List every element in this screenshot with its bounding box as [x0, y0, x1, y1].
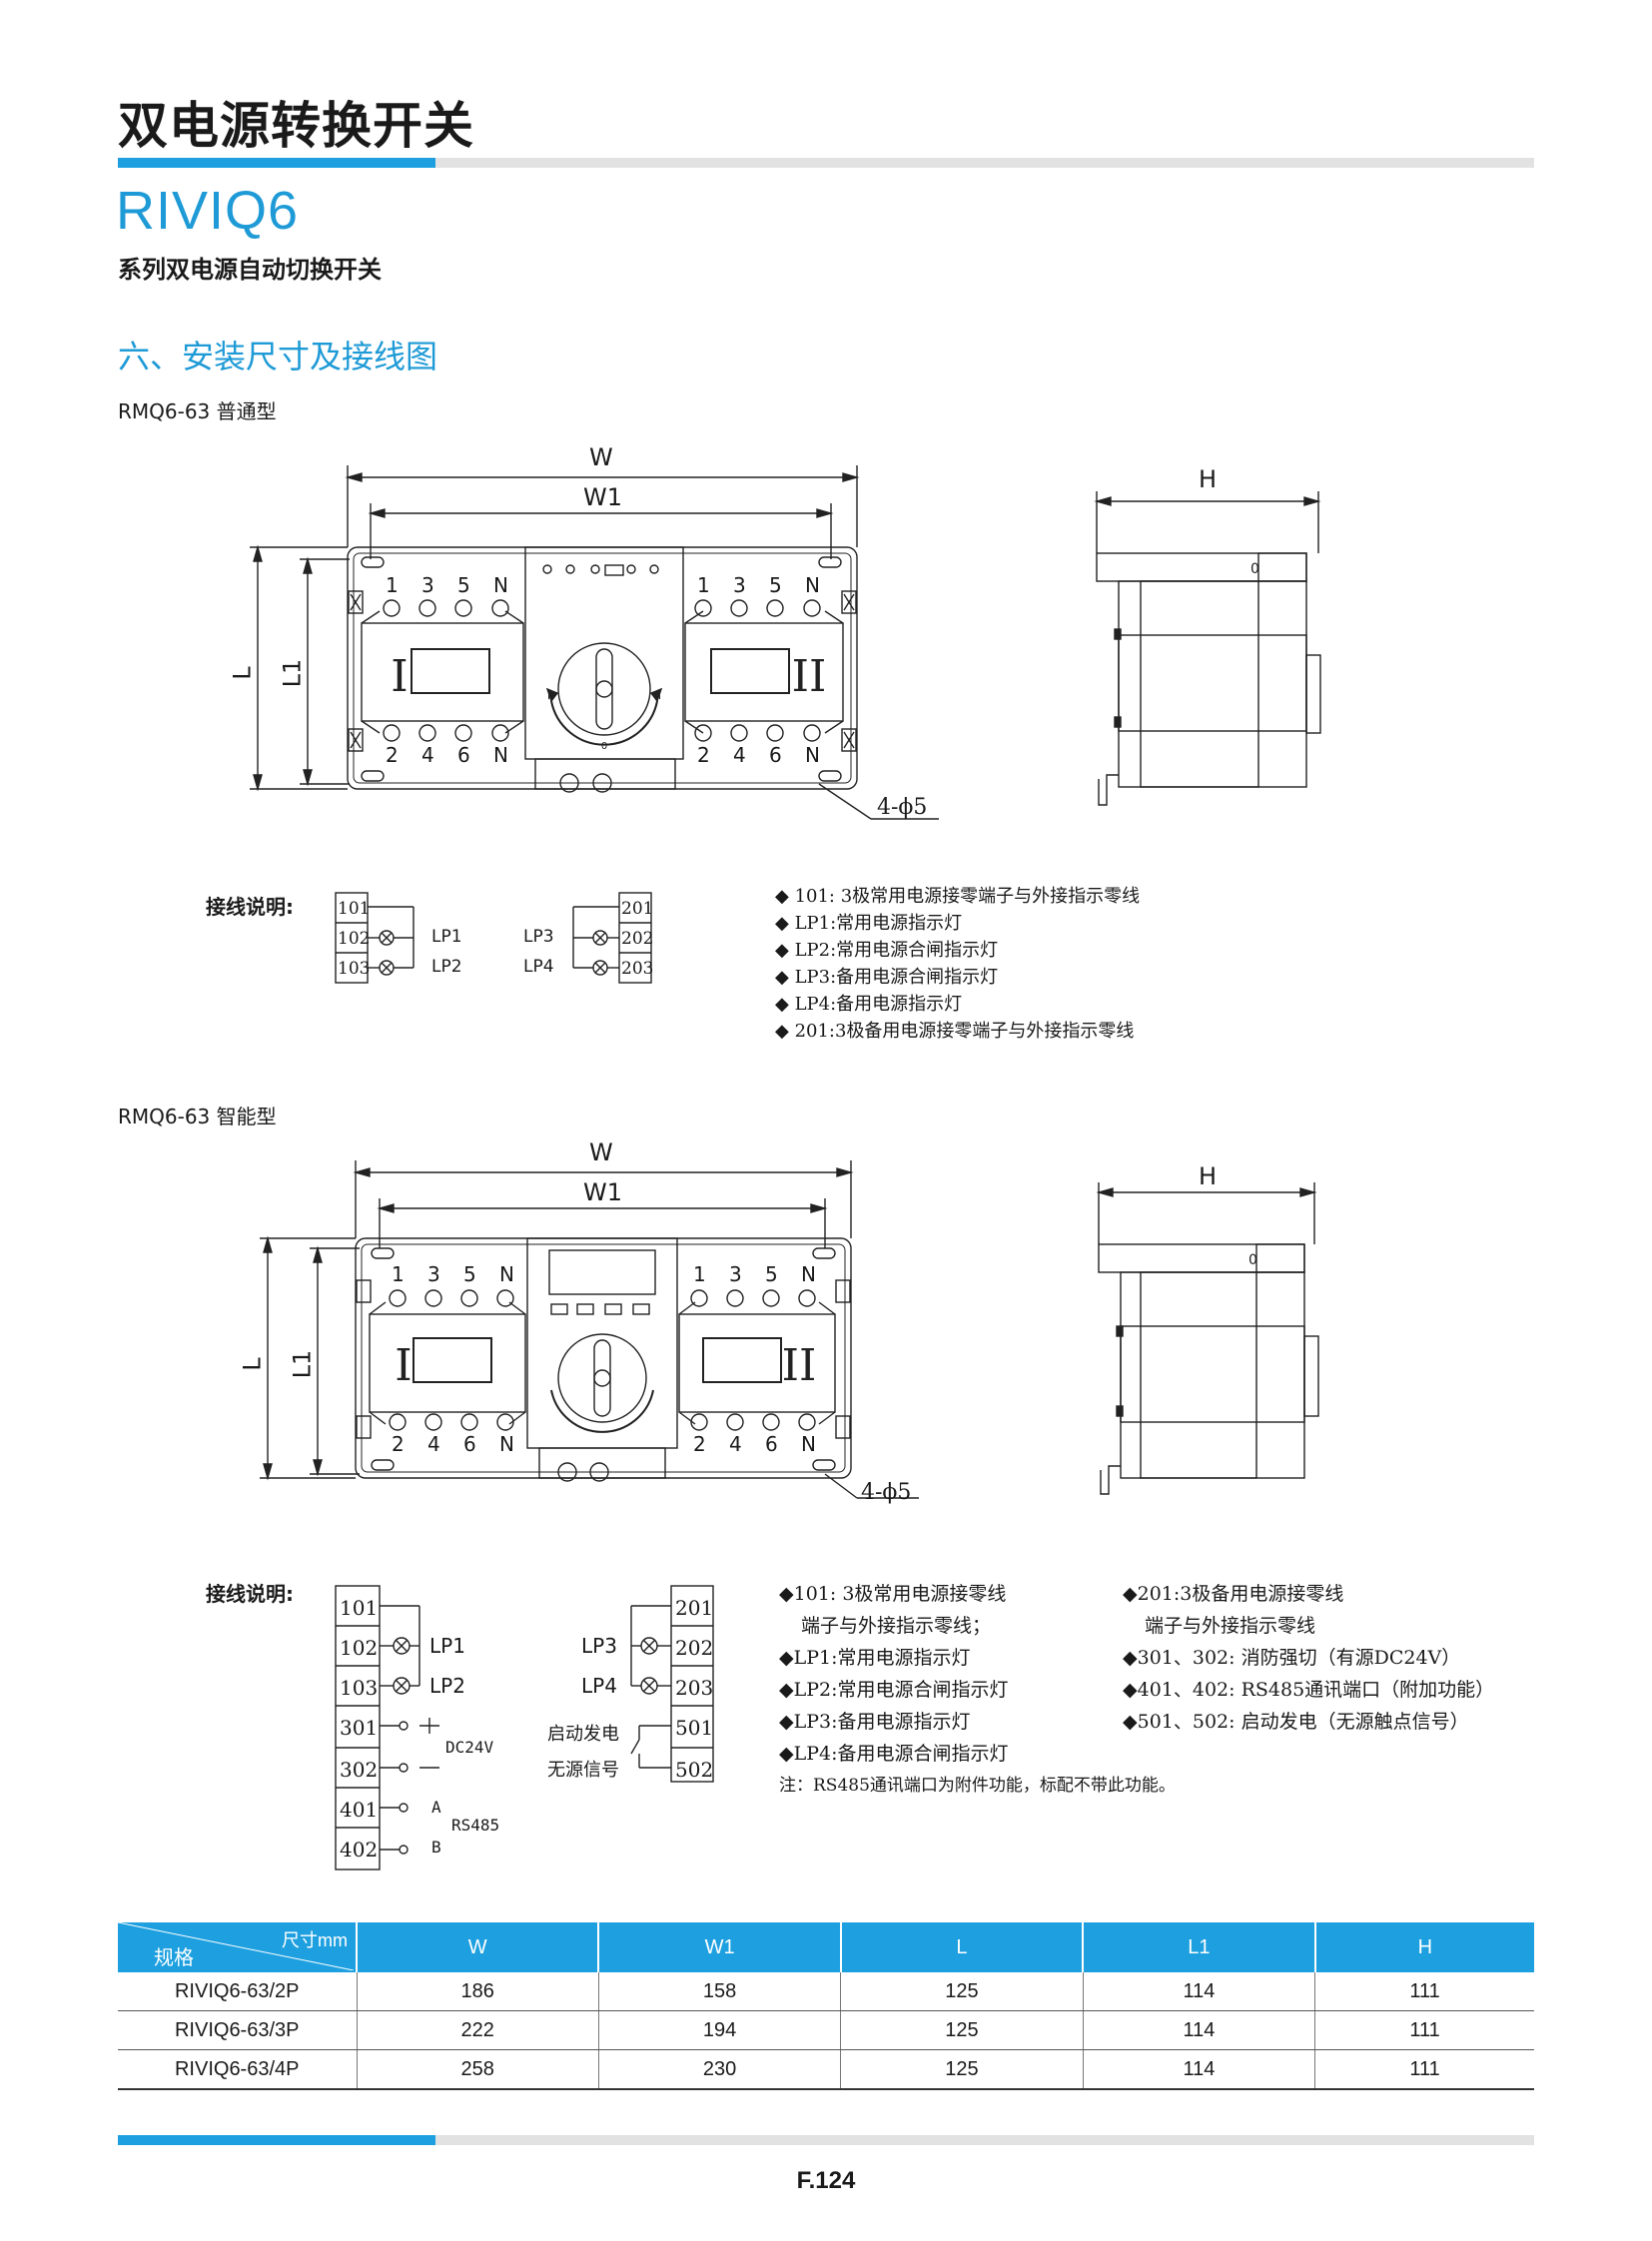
smart-wiring-diagram [335, 1585, 714, 1870]
pole-2-label: II [792, 651, 827, 702]
page-title: 双电源转换开关 [118, 97, 474, 155]
smart-footnote: 注：RS485通讯端口为附件功能，标配不带此功能。 [779, 1776, 1176, 1796]
standard-side-drawing: 0 [1094, 491, 1321, 806]
section-heading: 六、安装尺寸及接线图 [118, 338, 438, 375]
table-corner-header: 尺寸mm 规格 [118, 1922, 358, 1972]
dim-W: W [589, 443, 613, 471]
smart-variant-label: RMQ6-63 智能型 [118, 1105, 277, 1128]
col-H: H [1314, 1922, 1534, 1972]
a-label: A [431, 1798, 441, 1817]
header-rule [118, 158, 1534, 168]
smart-notes-right: ◆201:3极备用电源接零线 端子与外接指示零线 ◆301、302: 消防强切（… [1123, 1583, 1495, 1733]
footer-rule-accent [118, 2135, 435, 2145]
col-L1: L1 [1083, 1922, 1316, 1972]
smart-dim-H: H [1199, 1162, 1218, 1190]
col-W: W [357, 1922, 600, 1972]
dim-H: H [1199, 465, 1218, 493]
b-label: B [431, 1838, 441, 1857]
table-header-row: 尺寸mm 规格 W W1 L L1 H [118, 1922, 1534, 1972]
svg-text:I: I [395, 1340, 412, 1391]
standard-front-drawing: I II 0 I II [250, 465, 939, 820]
svg-text:0: 0 [1250, 561, 1259, 577]
pole-1-label: I [391, 651, 408, 702]
standard-wiring-diagram [335, 892, 652, 984]
svg-text:II: II [782, 1340, 817, 1391]
subtitle: 系列双电源自动切换开关 [118, 256, 382, 284]
smart-dim-W1: W1 [583, 1178, 622, 1206]
standard-notes: ◆ 101: 3极常用电源接零端子与外接指示零线 ◆ LP1:常用电源指示灯 ◆… [775, 886, 1141, 1042]
smart-dim-holes: 4-ϕ5 [861, 1480, 912, 1505]
svg-text:I: I [547, 691, 550, 702]
standard-wiring-label: 接线说明: [206, 895, 294, 919]
smart-dim-W: W [589, 1138, 613, 1166]
model-name: RIVIQ6 [116, 181, 300, 241]
header-rule-accent [118, 158, 435, 168]
gen-label-1: 启动发电 [547, 1724, 619, 1745]
svg-text:0: 0 [601, 741, 607, 752]
dim-W1: W1 [583, 483, 622, 511]
smart-notes-left: ◆101: 3极常用电源接零线 端子与外接指示零线； ◆LP1:常用电源指示灯 … [779, 1583, 1009, 1765]
gen-label-2: 无源信号 [547, 1760, 619, 1781]
page-number: F.124 [796, 2167, 856, 2194]
dc24v-label: DC24V [445, 1738, 494, 1757]
rs485-label: RS485 [451, 1816, 500, 1835]
smart-side-drawing: 0 [1096, 1182, 1319, 1495]
svg-text:0: 0 [1248, 1252, 1257, 1268]
col-L: L [840, 1922, 1085, 1972]
col-W1: W1 [598, 1922, 842, 1972]
standard-variant-label: RMQ6-63 普通型 [118, 399, 277, 423]
smart-front-drawing: I II [260, 1160, 919, 1499]
footer-rule [118, 2135, 1534, 2145]
svg-text:II: II [655, 691, 661, 702]
smart-wiring-label: 接线说明: [206, 1582, 294, 1606]
dim-holes: 4-ϕ5 [877, 795, 928, 820]
